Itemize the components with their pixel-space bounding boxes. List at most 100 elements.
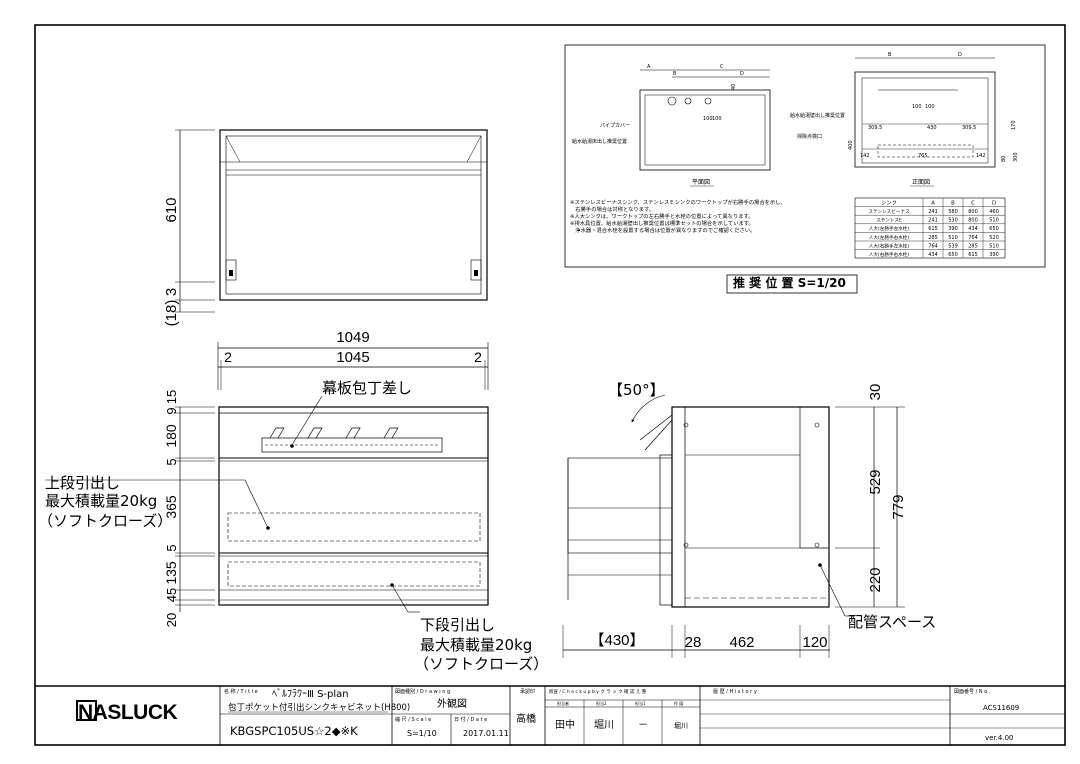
dim-h20: 20 — [164, 613, 179, 627]
version: ver.4.00 — [985, 734, 1014, 742]
approved-label: 承認印 — [520, 688, 535, 695]
dim-h5b: 5 — [164, 544, 179, 551]
table-header: D — [992, 201, 996, 207]
reco-note-4: ※排水具位置、給水給湯壁出し推奨位置は標準セットの場合を示しています。 — [570, 219, 754, 227]
dim-529: 529 — [867, 469, 884, 494]
note-lower-2: 最大積載量20kg — [420, 636, 532, 654]
front-dim-142b: 142 — [976, 153, 986, 159]
note-upper-1: 上段引出し — [45, 474, 120, 492]
check-label: 照査 / C h e c k u p b y ク ラ ッ ク 確 認 え 整 — [549, 688, 647, 695]
table-cell: 241 — [928, 209, 938, 215]
check-person-3: － — [638, 720, 648, 731]
front-dim-170: 170 — [1011, 120, 1017, 130]
plan-dim-c: C — [720, 64, 724, 70]
table-cell: 241 — [928, 218, 938, 224]
drain-check-label: 掃除点検口 — [797, 133, 822, 140]
table-cell: 580 — [948, 209, 958, 215]
table-header: シンク — [881, 200, 897, 207]
front-dim-3095b: 309.5 — [962, 125, 976, 131]
table-cell: 285 — [928, 235, 938, 241]
plan-dim-a: A — [647, 64, 651, 70]
dim-18: (18) — [163, 300, 180, 327]
check-role-1: 担当者 — [557, 700, 569, 706]
top-view: 610 3 (18) — [163, 129, 488, 327]
dim-30: 30 — [867, 384, 884, 401]
table-cell: 650 — [989, 226, 999, 232]
note-lower-3: （ソフトクローズ） — [414, 655, 548, 673]
table-cell: 539 — [948, 243, 958, 249]
plan-dim-100b: 100 — [712, 116, 722, 122]
table-cell: 764 — [928, 243, 938, 249]
dim-610: 610 — [163, 197, 180, 222]
table-header: C — [971, 201, 975, 207]
front-dim-400: 400 — [848, 140, 854, 150]
table-cell: 390 — [948, 226, 958, 232]
front-dim-b: B — [888, 52, 892, 58]
sheet-border — [34, 24, 1066, 746]
front-dim-3095a: 309.5 — [868, 125, 882, 131]
table-cell: ステンレスE — [876, 218, 902, 224]
table-cell: 510 — [948, 235, 958, 241]
date-value: 2017.01.11 — [463, 729, 509, 738]
note-knife-slot: 幕板包丁差し — [322, 379, 412, 397]
front-dim-765: 765 — [918, 153, 928, 159]
table-cell: 615 — [968, 252, 978, 258]
approved-by: 高橋 — [516, 712, 536, 725]
name-label: 名 称 / T i t l e — [224, 688, 258, 695]
table-cell: 460 — [989, 209, 999, 215]
front-dim-430: 430 — [927, 125, 937, 131]
model-number: KBGSPC105US☆2◆※K — [230, 724, 358, 738]
table-cell: 人大(右勝手左水栓) — [869, 242, 910, 249]
dim-1049: 1049 — [336, 329, 369, 346]
plan-dim-d: D — [740, 71, 744, 77]
angle-50: 【50°】 — [608, 381, 665, 399]
plan-dim-40: 40 — [731, 84, 737, 90]
table-cell: 800 — [968, 209, 978, 215]
side-view: 【50°】 【430】 28 462 120 30 529 779 220 配管… — [562, 381, 936, 658]
table-cell: 530 — [948, 218, 958, 224]
front-dim-100a: 100 — [912, 104, 922, 110]
check-role-3: 担当1 — [635, 700, 646, 706]
note-upper-3: （ソフトクローズ） — [38, 512, 172, 530]
dim-h135: 135 — [163, 561, 179, 585]
number-label: 図面番号 / N o . — [954, 688, 991, 695]
note-lower-1: 下段引出し — [420, 616, 495, 634]
reco-note-5: 浄水器・混合水栓を設置する場合は位置が異なりますのでご確認ください。 — [570, 226, 755, 234]
dim-430: 【430】 — [589, 632, 644, 649]
table-cell: 人大(左勝手右水栓) — [869, 234, 910, 241]
plan-dim-b: B — [673, 71, 677, 77]
front-dim-300: 300 — [1013, 152, 1019, 162]
check-person-4: 堀川 — [674, 721, 688, 730]
dim-side-left: 2 — [224, 349, 232, 365]
reco-note-3: ※人大シンクは、ワークトップの左右勝手と水栓の位置によって異なります。 — [570, 212, 754, 220]
dim-side-right: 2 — [474, 349, 482, 365]
scale-value: S=1/10 — [407, 729, 437, 738]
front-view-label: 正面図 — [912, 179, 930, 186]
front-dim-80: 80 — [1001, 156, 1007, 162]
table-cell: 520 — [989, 235, 999, 241]
table-cell: 510 — [989, 243, 999, 249]
dim-28: 28 — [685, 634, 702, 651]
dim-779: 779 — [890, 494, 907, 519]
dim-220: 220 — [867, 567, 884, 592]
table-header: A — [931, 201, 935, 207]
check-role-4: 作 図 — [674, 700, 683, 706]
table-cell: 390 — [989, 252, 999, 258]
product-name: 包丁ポケット付引出シンクキャビネット(H800) — [228, 702, 410, 713]
dim-h15: 15 — [164, 390, 179, 404]
table-cell: 人大(右勝手右水栓) — [869, 251, 910, 258]
dim-h9: 9 — [164, 407, 179, 414]
drawing-type-label: 図面種別 / D r a w i n g — [395, 688, 450, 695]
dim-h180: 180 — [163, 424, 179, 448]
nasluck-logo: NASLUCK — [78, 701, 177, 724]
front-view: 1049 1045 2 2 15 9 180 5 365 — [38, 329, 548, 673]
reco-note-1: ※ステンレスビーナスシンク、ステンレスＥシンクのワークトップが右勝手の場合を示し… — [570, 198, 786, 206]
front-dim-142a: 142 — [860, 153, 870, 159]
date-label: 日 付 / D a t e — [454, 716, 487, 723]
dim-1045: 1045 — [336, 349, 369, 366]
supply-drain-label: 給水給湯床出し推奨位置 — [572, 138, 627, 145]
table-cell: 800 — [968, 218, 978, 224]
table-cell: 764 — [968, 235, 978, 241]
check-person-1: 田中 — [555, 718, 575, 731]
